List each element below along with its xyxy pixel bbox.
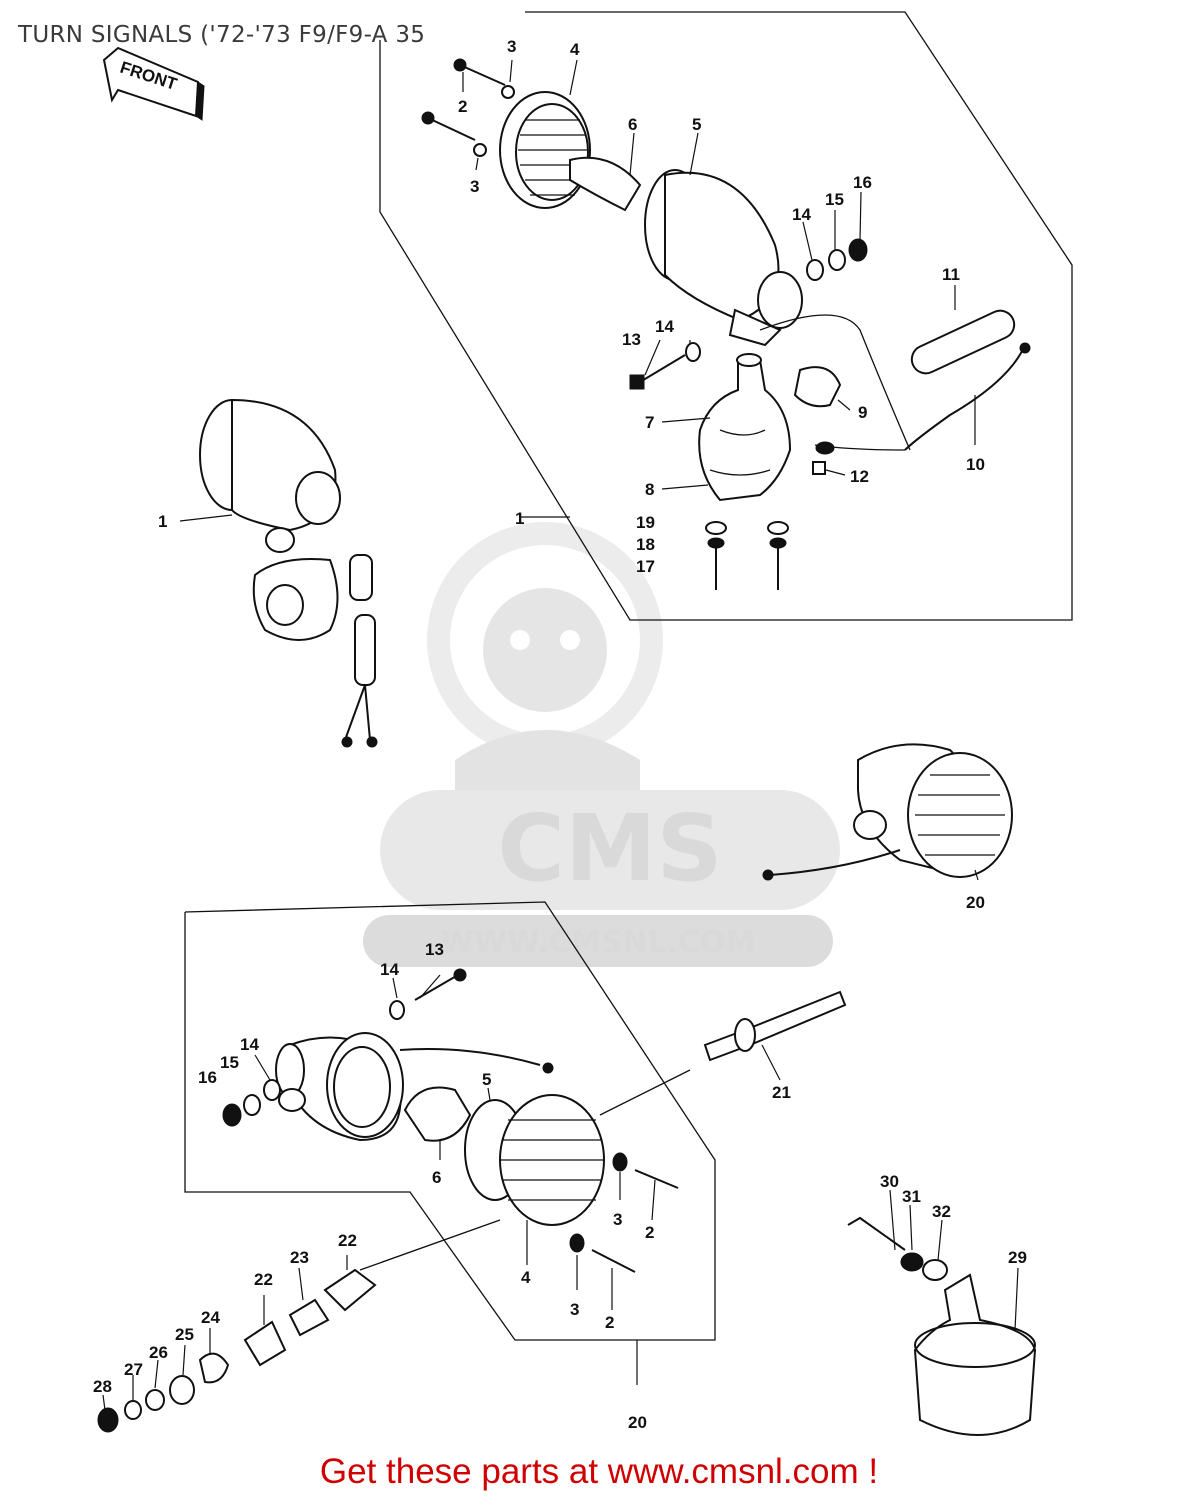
callout-label: 28 — [93, 1377, 112, 1396]
front-arrow: FRONT — [102, 46, 205, 121]
callout-label: 20 — [966, 893, 985, 912]
top-bolt — [629, 342, 701, 390]
bottom-stud — [359, 990, 847, 1271]
bottom-housing — [275, 1032, 554, 1142]
top-wire — [904, 309, 1031, 451]
callout-label: 11 — [942, 265, 960, 284]
top-bracket — [698, 353, 792, 502]
callout-label: 17 — [636, 557, 655, 576]
callout-label: 1 — [515, 509, 524, 528]
callout-label: 4 — [570, 40, 580, 59]
callout-label: 19 — [636, 513, 655, 532]
callout-label: 14 — [655, 317, 674, 336]
top-screws — [421, 58, 515, 157]
top-lower-bolts — [705, 521, 789, 590]
callout-label: 30 — [880, 1172, 899, 1191]
page-title: TURN SIGNALS ('72-'73 F9/F9-A 35 — [18, 22, 426, 48]
top-housing — [644, 169, 911, 451]
callout-label: 14 — [380, 960, 399, 979]
left-assembled-signal — [199, 398, 378, 748]
callout-label: 13 — [622, 330, 641, 349]
watermark-url: WWW.CMSNL.COM — [441, 925, 756, 960]
callout-label: 25 — [175, 1325, 194, 1344]
callout-label: 7 — [645, 413, 654, 432]
right-lamp — [762, 743, 1013, 881]
callout-label: 15 — [825, 190, 844, 209]
top-lens — [499, 91, 591, 209]
callout-label: 20 — [628, 1413, 647, 1432]
callout-label: 3 — [613, 1210, 622, 1229]
callout-label: 16 — [853, 173, 872, 192]
top-assembly-outline — [379, 11, 1073, 621]
callout-label: 26 — [149, 1343, 168, 1362]
callout-label: 14 — [792, 205, 811, 224]
callout-label: 2 — [645, 1223, 654, 1242]
bottom-screws — [569, 1152, 679, 1273]
callout-label: 23 — [290, 1248, 309, 1267]
top-terminal — [812, 441, 906, 475]
footer-link[interactable]: Get these parts at www.cmsnl.com ! — [319, 1452, 879, 1491]
watermark-brand: CMS — [497, 795, 722, 902]
callout-label: 6 — [432, 1168, 441, 1187]
callout-leaders — [102, 59, 1019, 1411]
callout-label: 8 — [645, 480, 654, 499]
cms-watermark: CMS WWW.CMSNL.COM — [363, 522, 840, 967]
callout-label: 27 — [124, 1360, 143, 1379]
callout-label: 32 — [932, 1202, 951, 1221]
bottom-lens — [464, 1094, 605, 1226]
callout-label: 6 — [628, 115, 637, 134]
callout-label: 13 — [425, 940, 444, 959]
callout-label: 22 — [254, 1270, 273, 1289]
callout-label: 5 — [482, 1070, 491, 1089]
top-clip — [793, 366, 842, 408]
callout-label: 22 — [338, 1231, 357, 1250]
callout-label: 4 — [521, 1268, 531, 1287]
bottom-fasteners-chain — [97, 1268, 377, 1433]
callout-label: 14 — [240, 1035, 259, 1054]
callout-label: 9 — [858, 403, 867, 422]
bottom-bolt — [389, 968, 467, 1020]
callout-label: 18 — [636, 535, 655, 554]
top-bulb — [569, 156, 642, 212]
bottom-nuts — [222, 1079, 281, 1127]
callout-label: 16 — [198, 1068, 217, 1087]
callout-label: 2 — [458, 97, 467, 116]
bottom-bulb — [403, 1086, 472, 1142]
bottom-right-mount — [847, 1216, 1037, 1436]
callout-label: 15 — [220, 1053, 239, 1072]
callout-label: 3 — [507, 37, 516, 56]
callout-label: 5 — [692, 115, 701, 134]
callout-label: 3 — [470, 177, 479, 196]
callout-label: 21 — [772, 1083, 791, 1102]
callout-numbers: 1 2 2 3 3 4 5 6 7 8 9 10 11 12 13 14 14 … — [93, 37, 1027, 1432]
callout-label: 1 — [158, 512, 167, 531]
callout-label: 2 — [605, 1313, 614, 1332]
callout-label: 24 — [201, 1308, 220, 1327]
callout-label: 12 — [850, 467, 869, 486]
callout-label: 3 — [570, 1300, 579, 1319]
callout-label: 29 — [1008, 1248, 1027, 1267]
callout-label: 10 — [966, 455, 985, 474]
top-nuts — [806, 238, 868, 281]
callout-label: 31 — [902, 1187, 921, 1206]
bottom-assembly-outline — [184, 901, 716, 1341]
